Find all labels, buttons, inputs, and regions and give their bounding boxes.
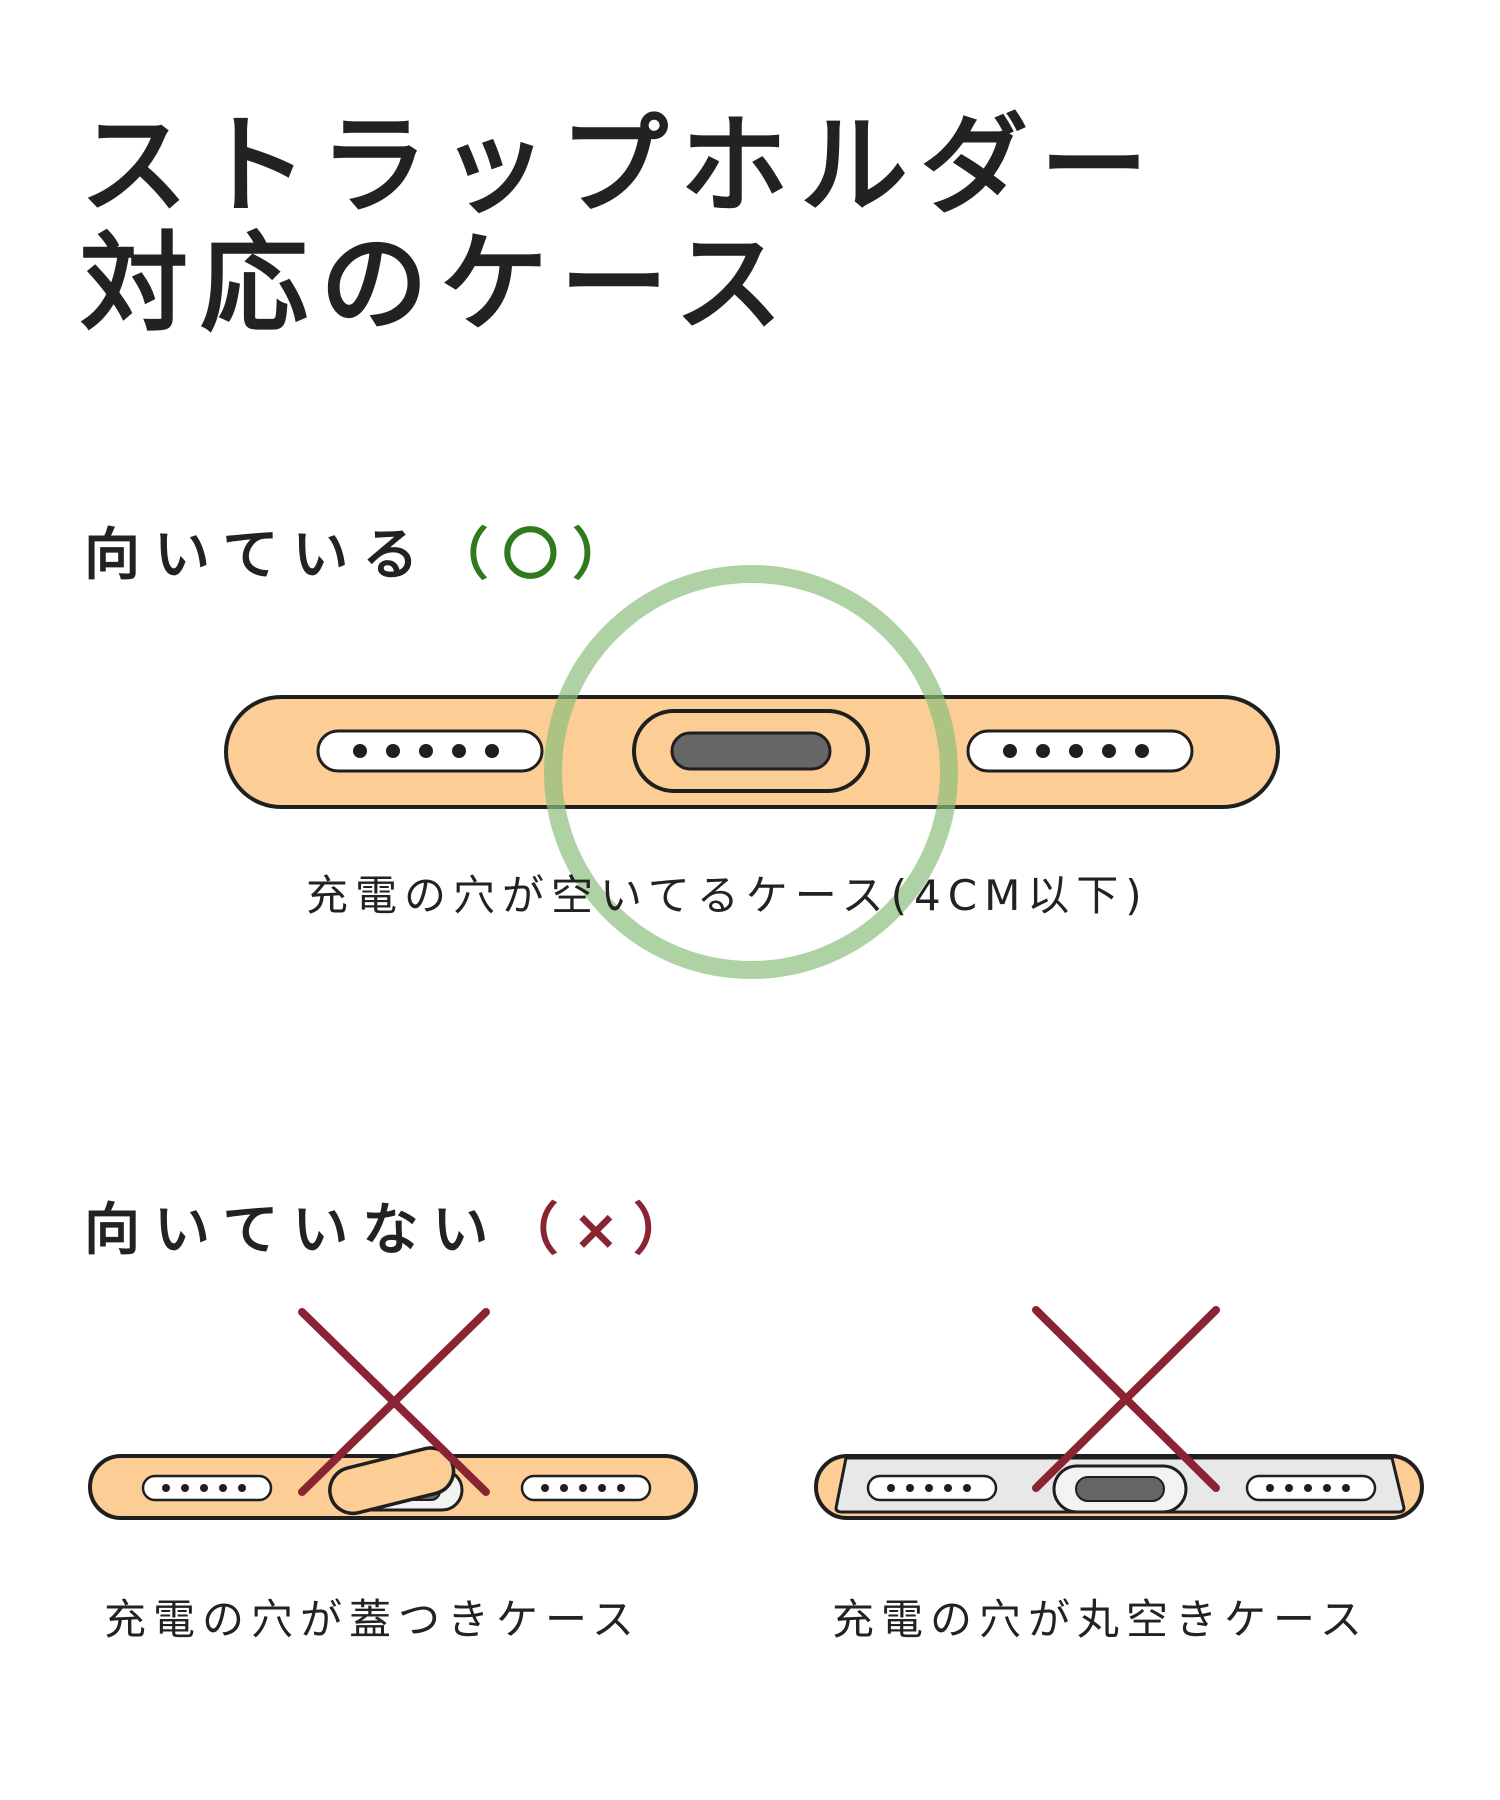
speaker-holes-left — [887, 1484, 971, 1492]
charging-port — [670, 731, 832, 771]
title-line-2: 対応のケース — [80, 222, 795, 347]
speaker-holes-left — [162, 1484, 246, 1492]
bad-caption-covered: 充電の穴が蓋つきケース — [104, 1595, 641, 1644]
speaker-holes-left — [353, 744, 499, 758]
bad-caption-open: 充電の穴が丸空きケース — [832, 1595, 1369, 1644]
speaker-holes-right — [1003, 744, 1149, 758]
title-line-1: ストラップホルダー — [80, 104, 1161, 229]
bad-heading: 向いていない（×） — [84, 1185, 703, 1266]
speaker-holes-right — [1266, 1484, 1350, 1492]
good-mark: （〇） — [432, 523, 643, 588]
ok-circle-icon — [544, 565, 958, 979]
bad-heading-label: 向いていない — [84, 1198, 503, 1263]
port-cover-flap — [328, 1446, 456, 1516]
speaker-holes-right — [541, 1484, 625, 1492]
bad-case-covered-illustration — [88, 1308, 698, 1520]
charging-port — [1075, 1476, 1165, 1502]
bad-case-open-illustration — [814, 1306, 1424, 1520]
good-case-illustration — [224, 565, 1280, 979]
good-heading: 向いている（〇） — [84, 510, 642, 591]
bad-mark: （×） — [502, 1198, 704, 1263]
good-heading-label: 向いている — [84, 523, 433, 588]
page-title: ストラップホルダー 対応のケース — [80, 108, 1160, 344]
good-caption: 充電の穴が空いてるケース(4CM以下) — [306, 871, 1149, 920]
